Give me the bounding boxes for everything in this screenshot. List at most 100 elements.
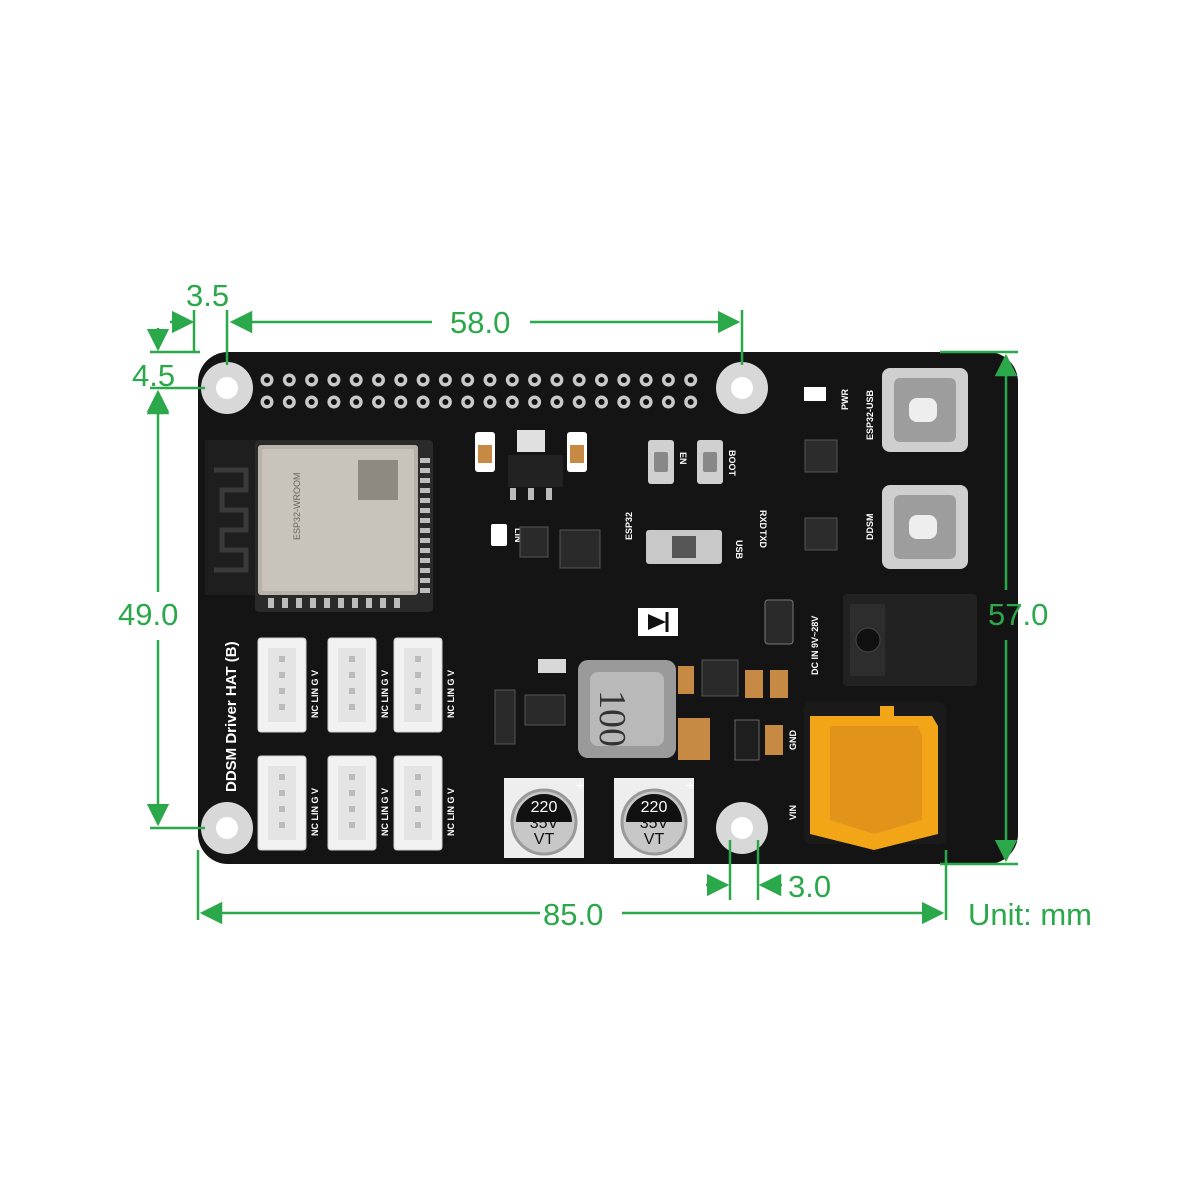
- svg-text:VIN: VIN: [788, 805, 798, 820]
- header-pin-hole: [305, 395, 319, 409]
- svg-text:35V: 35V: [530, 815, 559, 832]
- header-pin-hole: [461, 373, 475, 387]
- header-pin-hole: [572, 373, 586, 387]
- svg-text:ESP32-WROOM: ESP32-WROOM: [292, 472, 302, 540]
- lin-connector: NC LIN G V: [327, 755, 390, 851]
- ddsm-usb-c-port: DDSM: [865, 485, 968, 569]
- svg-text:220: 220: [531, 799, 558, 816]
- svg-text:VT: VT: [534, 831, 555, 848]
- header-pin-hole: [661, 395, 675, 409]
- mounting-hole-top-left: [201, 362, 253, 414]
- connector-pin-label: NC LIN G V: [446, 788, 456, 836]
- header-pin-hole: [372, 373, 385, 387]
- pwr-led: PWR: [804, 387, 850, 410]
- svg-text:+: +: [576, 777, 584, 793]
- header-pin-hole: [282, 395, 296, 409]
- lin-connector: NC LIN G V: [393, 637, 456, 733]
- header-pin-hole: [394, 373, 408, 387]
- header-pin-hole: [505, 395, 519, 409]
- dim-left-height: 49.0: [118, 597, 178, 632]
- lin-connector: NC LIN G V: [393, 755, 456, 851]
- svg-text:DC IN 9V~28V: DC IN 9V~28V: [810, 616, 820, 675]
- svg-text:ESP32-USB: ESP32-USB: [865, 389, 875, 440]
- header-pin-hole: [595, 373, 608, 387]
- header-pin-hole: [260, 395, 274, 409]
- connector-pin-label: NC LIN G V: [380, 670, 390, 718]
- esp32-usb-c-port: ESP32-USB: [865, 368, 968, 452]
- svg-text:35V: 35V: [640, 815, 669, 832]
- dim-left-offset: 3.5: [186, 278, 229, 313]
- header-pin-hole: [260, 373, 274, 387]
- header-pin-hole: [661, 373, 675, 387]
- dim-hole-offset: 3.0: [788, 869, 831, 904]
- header-pin-hole: [550, 395, 564, 409]
- header-pin-hole: [305, 373, 319, 387]
- header-pin-hole: [550, 373, 564, 387]
- header-pin-hole: [528, 373, 542, 387]
- rxd-label: RXD: [758, 510, 768, 530]
- header-pin-hole: [572, 395, 586, 409]
- header-pin-hole: [438, 373, 452, 387]
- header-pin-hole: [461, 395, 475, 409]
- header-pin-hole: [617, 395, 631, 409]
- boot-button[interactable]: BOOT: [697, 440, 737, 484]
- header-pin-hole: [327, 395, 341, 409]
- svg-text:100: 100: [591, 690, 633, 747]
- svg-text:PWR: PWR: [840, 389, 850, 410]
- svg-text:+: +: [686, 777, 694, 793]
- en-button[interactable]: EN: [648, 440, 688, 484]
- header-pin-hole: [528, 395, 542, 409]
- voltage-regulator: [475, 430, 587, 500]
- diode-symbol-icon: [638, 608, 678, 636]
- header-pin-hole: [617, 373, 631, 387]
- lin-connector: NC LIN G V: [327, 637, 390, 733]
- header-pin-hole: [416, 395, 430, 409]
- svg-text:USB: USB: [734, 540, 744, 560]
- header-pin-hole: [282, 373, 296, 387]
- header-pin-hole: [505, 373, 519, 387]
- svg-text:GND: GND: [788, 730, 798, 751]
- txd-label: TXD: [758, 530, 768, 549]
- lin-connector: NC LIN G V: [257, 755, 320, 851]
- svg-text:EN: EN: [678, 452, 688, 465]
- connector-pin-label: NC LIN G V: [310, 670, 320, 718]
- dim-top-offset: 4.5: [132, 358, 175, 393]
- power-inductor: 100: [578, 660, 676, 758]
- header-pin-hole: [639, 373, 653, 387]
- connector-pin-label: NC LIN G V: [310, 788, 320, 836]
- header-pin-hole: [684, 395, 698, 409]
- header-pin-hole: [349, 395, 363, 409]
- dim-right-height: 57.0: [988, 597, 1048, 632]
- usb-uart-chip: [804, 439, 838, 473]
- xt60-power-connector: GND VIN: [788, 702, 946, 850]
- pcb-board: ESP32-WROOM DDSM Driver HAT (B) NC LIN G…: [198, 352, 1018, 864]
- gpio-header-40pin: [260, 373, 698, 409]
- esp32-pads: [268, 458, 430, 608]
- svg-text:220: 220: [641, 799, 668, 816]
- wifi-antenna-icon: [214, 467, 249, 573]
- header-pin-hole: [684, 373, 698, 387]
- svg-text:BOOT: BOOT: [727, 450, 737, 477]
- svg-text:VT: VT: [644, 831, 665, 848]
- dim-top-width: 58.0: [450, 305, 510, 340]
- esp32-usb-select-switch[interactable]: ESP32 USB: [624, 512, 744, 564]
- dim-overall-width: 85.0: [543, 897, 603, 932]
- header-pin-hole: [639, 395, 653, 409]
- dc-barrel-jack: DC IN 9V~28V: [810, 594, 977, 686]
- mounting-hole-bottom-right: [716, 802, 768, 854]
- mounting-hole-bottom-left: [201, 802, 253, 854]
- header-pin-hole: [483, 395, 497, 409]
- header-pin-hole: [327, 373, 341, 387]
- board-name-label: DDSM Driver HAT (B): [223, 641, 240, 792]
- connector-pin-label: NC LIN G V: [380, 788, 390, 836]
- header-pin-hole: [483, 373, 497, 387]
- header-pin-hole: [416, 373, 430, 387]
- lin-connector: NC LIN G V: [257, 637, 320, 733]
- header-pin-hole: [372, 395, 385, 409]
- svg-text:DDSM: DDSM: [865, 514, 875, 541]
- svg-text:ESP32: ESP32: [624, 512, 634, 540]
